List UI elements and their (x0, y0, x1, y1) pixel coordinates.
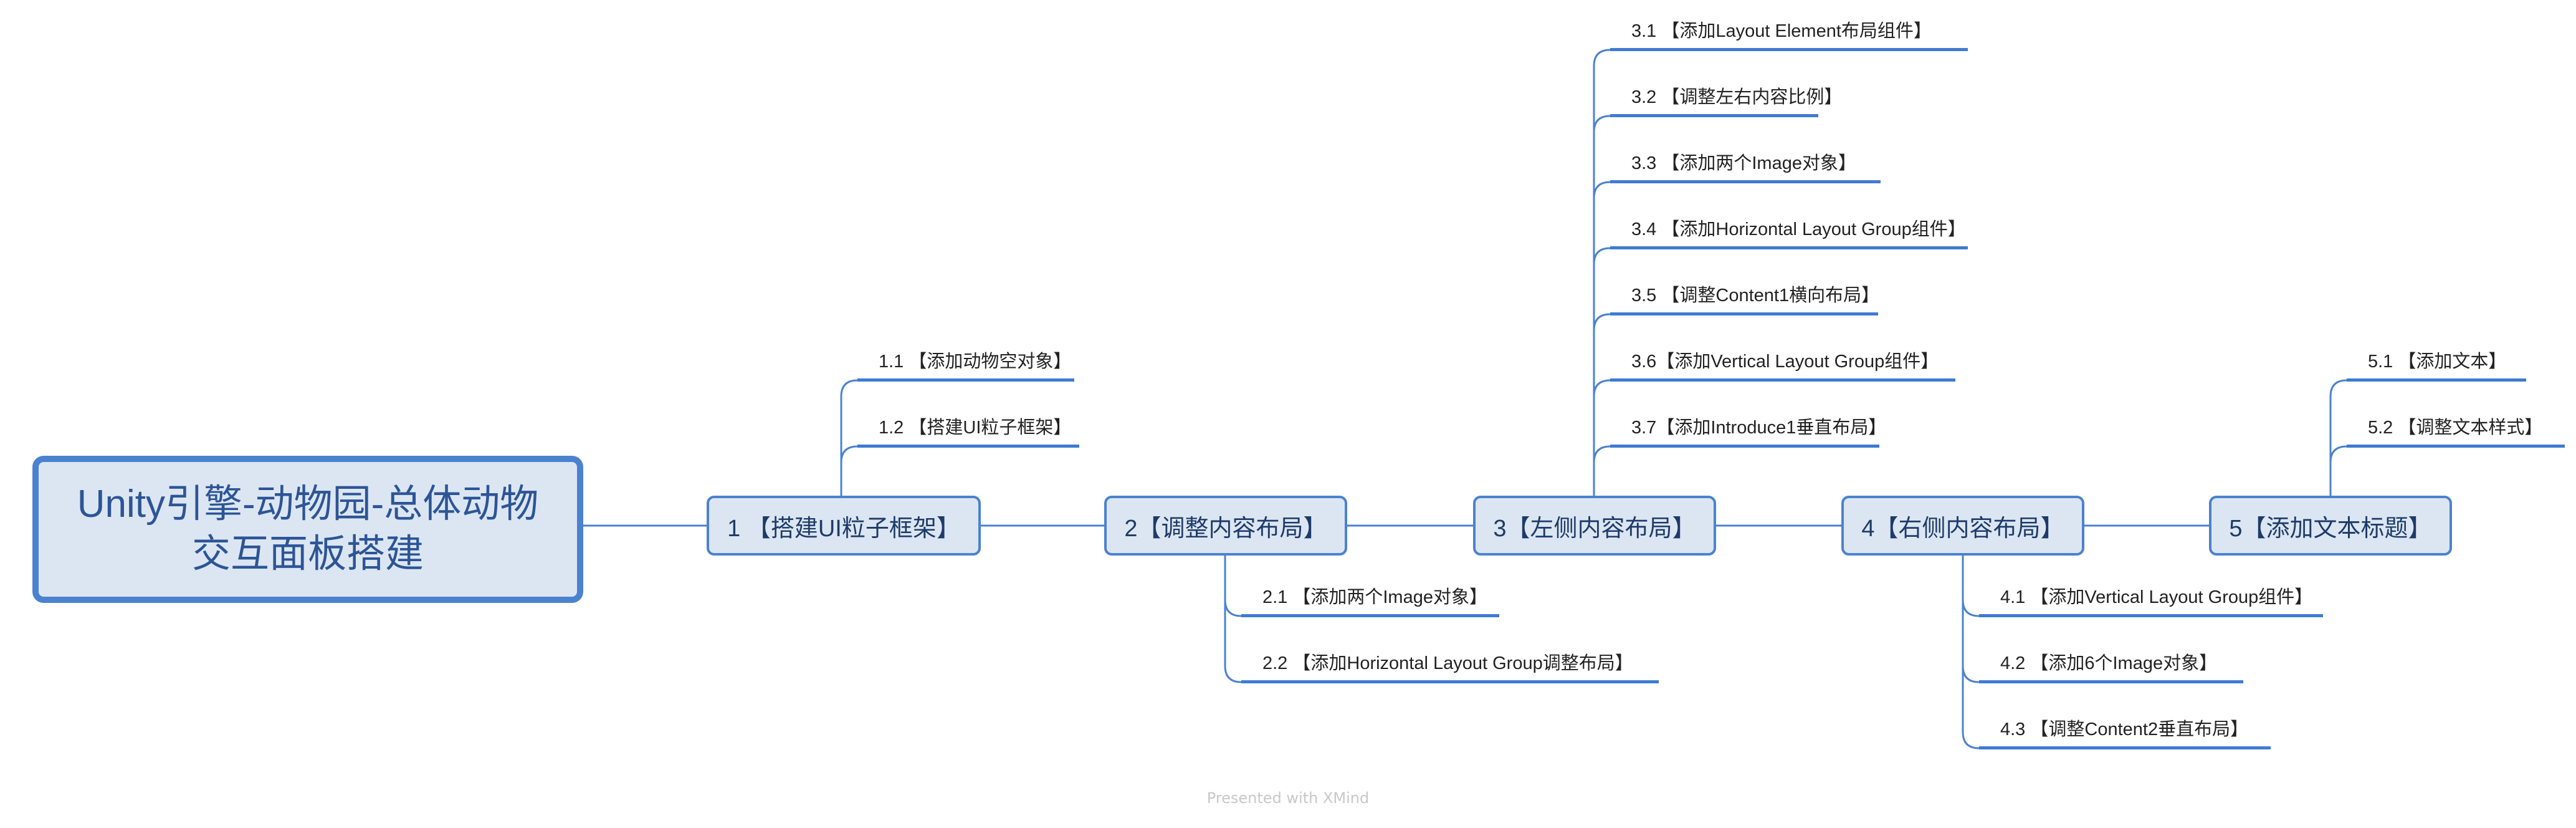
branch-topic-label: 5【添加文本标题】 (2229, 515, 2432, 542)
subtopic-underline (1979, 680, 2243, 683)
subtopic-underline (857, 445, 1079, 448)
branch-topic-4[interactable]: 4【右侧内容布局】 (1841, 496, 2084, 556)
subtopic-2-2[interactable]: 2.2 【添加Horizontal Layout Group调整布局】 (1262, 653, 1633, 673)
branch-topic-label: 2【调整内容布局】 (1124, 515, 1327, 542)
subtopic-underline (1241, 614, 1499, 617)
branch-topic-label: 1 【搭建UI粒子框架】 (727, 515, 960, 542)
subtopic-3-2[interactable]: 3.2 【调整左右内容比例】 (1631, 87, 1843, 107)
branch-topic-5[interactable]: 5【添加文本标题】 (2209, 496, 2452, 556)
subtopic-5-2[interactable]: 5.2 【调整文本样式】 (2368, 418, 2543, 438)
subtopic-5-1[interactable]: 5.1 【添加文本】 (2368, 352, 2507, 372)
subtopic-underline (1610, 246, 1968, 249)
subtopic-2-1[interactable]: 2.1 【添加两个Image对象】 (1262, 587, 1487, 607)
subtopic-3-3[interactable]: 3.3 【添加两个Image对象】 (1631, 153, 1856, 173)
subtopic-underline (1241, 680, 1659, 683)
subtopic-4-1[interactable]: 4.1 【添加Vertical Layout Group组件】 (2000, 587, 2313, 607)
subtopic-underline (1610, 312, 1878, 315)
subtopic-4-2[interactable]: 4.2 【添加6个Image对象】 (2000, 653, 2218, 673)
subtopic-3-4[interactable]: 3.4 【添加Horizontal Layout Group组件】 (1631, 219, 1966, 239)
subtopic-underline (1610, 378, 1955, 382)
root-topic-title: Unity引擎-动物园-总体动物交互面板搭建 (77, 483, 539, 575)
xmind-watermark: Presented with XMind (1206, 789, 1370, 807)
subtopic-underline (2347, 378, 2526, 382)
subtopic-underline (1610, 48, 1968, 51)
subtopic-underline (2347, 445, 2565, 448)
branch-topic-2[interactable]: 2【调整内容布局】 (1104, 496, 1347, 556)
subtopic-1-2[interactable]: 1.2 【搭建UI粒子框架】 (879, 418, 1072, 438)
branch-topic-label: 4【右侧内容布局】 (1861, 515, 2064, 542)
subtopic-4-3[interactable]: 4.3 【调整Content2垂直布局】 (2000, 720, 2249, 739)
subtopic-1-1[interactable]: 1.1 【添加动物空对象】 (879, 352, 1072, 372)
branch-topic-1[interactable]: 1 【搭建UI粒子框架】 (707, 496, 981, 556)
subtopic-3-6[interactable]: 3.6【添加Vertical Layout Group组件】 (1631, 352, 1939, 372)
subtopic-underline (857, 378, 1074, 382)
subtopic-underline (1610, 180, 1881, 183)
branch-topic-3[interactable]: 3【左侧内容布局】 (1473, 496, 1716, 556)
subtopic-3-7[interactable]: 3.7【添加Introduce1垂直布局】 (1631, 418, 1887, 438)
subtopic-3-1[interactable]: 3.1 【添加Layout Element布局组件】 (1631, 21, 1932, 41)
root-topic[interactable]: Unity引擎-动物园-总体动物交互面板搭建 (32, 456, 583, 603)
branch-topic-label: 3【左侧内容布局】 (1493, 515, 1696, 542)
subtopic-3-5[interactable]: 3.5 【调整Content1横向布局】 (1631, 286, 1880, 306)
subtopic-underline (1610, 445, 1879, 448)
subtopic-underline (1979, 614, 2323, 617)
subtopic-underline (1610, 114, 1818, 117)
subtopic-underline (1979, 746, 2271, 749)
